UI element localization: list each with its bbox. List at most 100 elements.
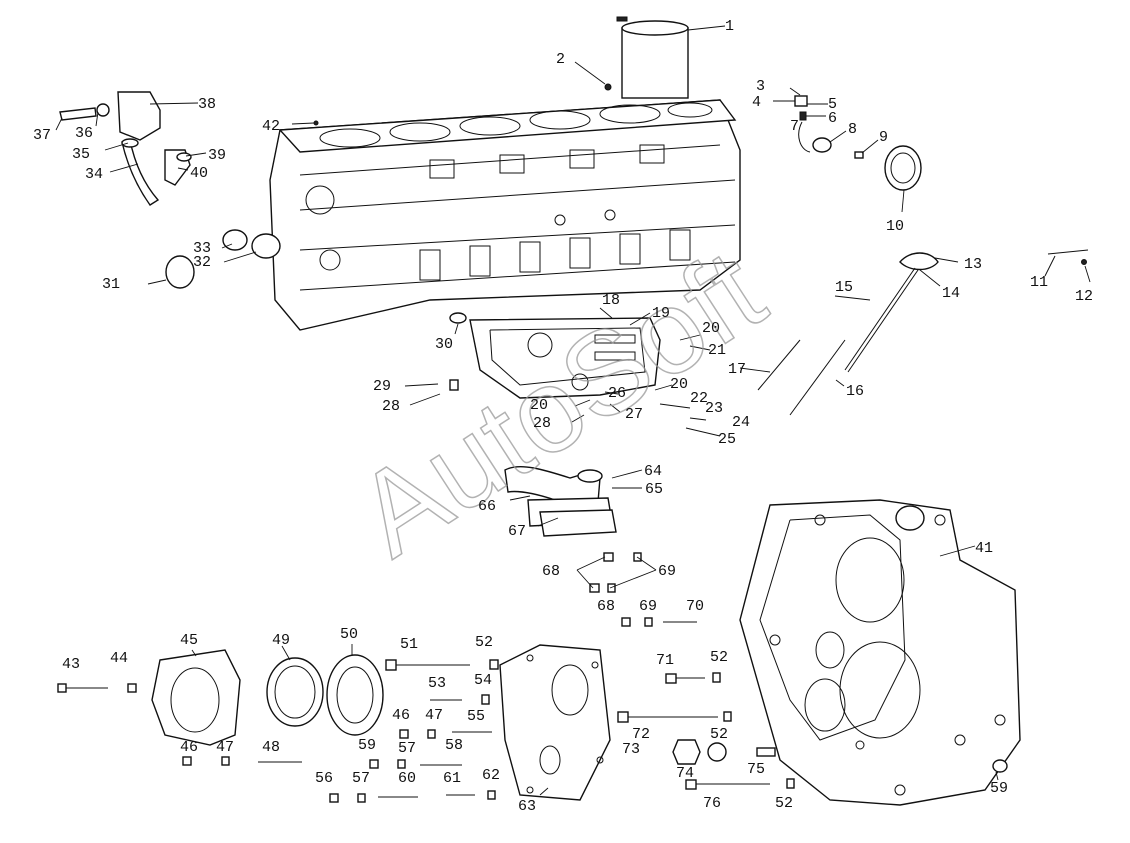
callout-50: 50: [340, 626, 358, 643]
callout-20a: 20: [702, 320, 720, 337]
callout-20b: 20: [670, 376, 688, 393]
fasteners: [57, 552, 795, 803]
callout-labels: 1 2 3 4 5 6 7 8 9 10 11 12 13 14 15 16 1…: [33, 18, 1093, 815]
callout-8: 8: [848, 121, 857, 138]
callout-29: 29: [373, 378, 391, 395]
callout-70: 70: [686, 598, 704, 615]
callout-59b: 59: [990, 780, 1008, 797]
callout-52a: 52: [475, 634, 493, 651]
adapter-housing: [151, 649, 241, 746]
callout-17: 17: [728, 361, 746, 378]
callout-60: 60: [398, 770, 416, 787]
callout-47b: 47: [425, 707, 443, 724]
callout-54: 54: [474, 672, 492, 689]
callout-52c: 52: [710, 726, 728, 743]
water-pipe-assembly: [59, 91, 192, 206]
callout-13: 13: [964, 256, 982, 273]
callout-58: 58: [445, 737, 463, 754]
callout-46a: 46: [180, 739, 198, 756]
callout-30: 30: [435, 336, 453, 353]
callout-11: 11: [1030, 274, 1048, 291]
callout-3: 3: [756, 78, 765, 95]
callout-76: 76: [703, 795, 721, 812]
dipstick-assembly: [739, 249, 1091, 416]
callout-51: 51: [400, 636, 418, 653]
callout-61: 61: [443, 770, 461, 787]
callout-34: 34: [85, 166, 103, 183]
callout-32: 32: [193, 254, 211, 271]
callout-26: 26: [608, 385, 626, 402]
breather-fittings: [773, 87, 922, 213]
callout-20c: 20: [530, 397, 548, 414]
callout-7: 7: [790, 118, 799, 135]
callout-56: 56: [315, 770, 333, 787]
callout-64: 64: [644, 463, 662, 480]
callout-41: 41: [975, 540, 993, 557]
callout-4: 4: [752, 94, 761, 111]
callout-15: 15: [835, 279, 853, 296]
callout-52b: 52: [710, 649, 728, 666]
callout-74: 74: [676, 765, 694, 782]
callout-19: 19: [652, 305, 670, 322]
callout-62: 62: [482, 767, 500, 784]
front-cover-plate: [499, 644, 611, 801]
callout-36: 36: [75, 125, 93, 142]
callout-71: 71: [656, 652, 674, 669]
callout-59a: 59: [358, 737, 376, 754]
callout-23: 23: [705, 400, 723, 417]
callout-46b: 46: [392, 707, 410, 724]
callout-22: 22: [690, 390, 708, 407]
water-outlet-elbow: [504, 466, 617, 537]
callout-16: 16: [846, 383, 864, 400]
callout-21: 21: [708, 342, 726, 359]
callout-75: 75: [747, 761, 765, 778]
callout-47a: 47: [216, 739, 234, 756]
callout-63: 63: [518, 798, 536, 815]
callout-45: 45: [180, 632, 198, 649]
callout-69b: 69: [639, 598, 657, 615]
seal-ring: [266, 654, 384, 736]
callout-73: 73: [622, 741, 640, 758]
callout-28b: 28: [533, 415, 551, 432]
callout-5: 5: [828, 96, 837, 113]
callout-10: 10: [886, 218, 904, 235]
callout-2: 2: [556, 51, 565, 68]
callout-31: 31: [102, 276, 120, 293]
callout-53: 53: [428, 675, 446, 692]
callout-14: 14: [942, 285, 960, 302]
callout-39: 39: [208, 147, 226, 164]
callout-72: 72: [632, 726, 650, 743]
cylinder-liner: [616, 16, 689, 99]
oil-cooler-cover: [469, 317, 661, 399]
callout-25: 25: [718, 431, 736, 448]
callout-48: 48: [262, 739, 280, 756]
callout-55: 55: [467, 708, 485, 725]
callout-43: 43: [62, 656, 80, 673]
callout-67: 67: [508, 523, 526, 540]
callout-65: 65: [645, 481, 663, 498]
callout-24: 24: [732, 414, 750, 431]
callout-40: 40: [190, 165, 208, 182]
callout-28a: 28: [382, 398, 400, 415]
callout-52d: 52: [775, 795, 793, 812]
callout-57a: 57: [398, 740, 416, 757]
callout-33: 33: [193, 240, 211, 257]
callout-44: 44: [110, 650, 128, 667]
callout-49: 49: [272, 632, 290, 649]
callout-27: 27: [625, 406, 643, 423]
callout-37: 37: [33, 127, 51, 144]
callout-57b: 57: [352, 770, 370, 787]
front-seals: [165, 229, 281, 289]
callout-38: 38: [198, 96, 216, 113]
callout-1: 1: [725, 18, 734, 35]
gear-housing: [739, 499, 1021, 806]
callout-9: 9: [879, 129, 888, 146]
callout-12: 12: [1075, 288, 1093, 305]
callout-68a: 68: [542, 563, 560, 580]
cylinder-block: [269, 99, 741, 331]
callout-68b: 68: [597, 598, 615, 615]
callout-18: 18: [602, 292, 620, 309]
callout-35: 35: [72, 146, 90, 163]
